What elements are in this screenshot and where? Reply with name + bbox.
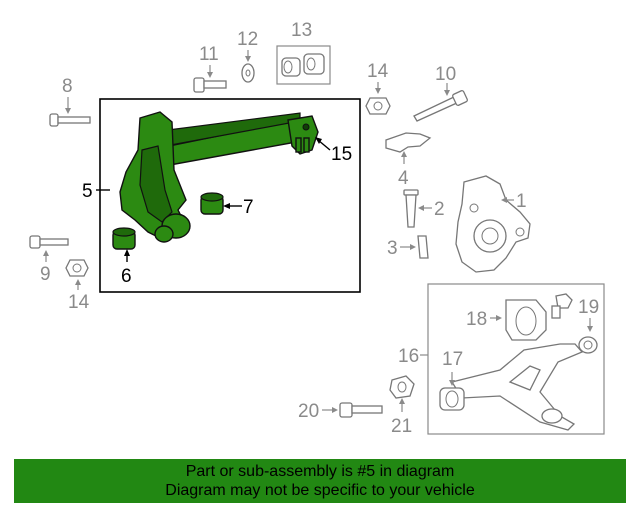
callout-11: 11 bbox=[199, 44, 219, 65]
callout-8: 8 bbox=[62, 76, 73, 97]
part-9-bolt[interactable] bbox=[29, 235, 69, 262]
part-17-bushing[interactable] bbox=[439, 372, 465, 411]
callout-2: 2 bbox=[434, 199, 445, 220]
callout-13: 13 bbox=[291, 20, 312, 41]
callout-14-left: 14 bbox=[68, 292, 90, 313]
callout-3: 3 bbox=[387, 238, 398, 259]
part-20-bolt[interactable] bbox=[322, 402, 383, 418]
part-13-bushing-kit[interactable] bbox=[276, 45, 331, 85]
callout-21: 21 bbox=[391, 416, 412, 437]
part-14-nut-lower[interactable] bbox=[65, 259, 89, 290]
callout-19: 19 bbox=[578, 297, 599, 318]
part-7-bushing[interactable] bbox=[200, 192, 224, 215]
callout-20: 20 bbox=[298, 401, 319, 422]
banner-line-2: Diagram may not be specific to your vehi… bbox=[165, 482, 475, 499]
part-11-bolt[interactable] bbox=[193, 65, 227, 93]
part-8-bolt[interactable] bbox=[49, 97, 91, 127]
lower-arm-box bbox=[427, 283, 605, 435]
part-16-lower-control-arm[interactable] bbox=[450, 343, 584, 431]
callout-14-top: 14 bbox=[367, 61, 389, 82]
part-19-washer[interactable] bbox=[578, 318, 598, 354]
banner-line-1: Part or sub-assembly is #5 in diagram bbox=[185, 463, 455, 480]
part-3-pin[interactable] bbox=[400, 235, 429, 259]
highlight-box bbox=[99, 98, 361, 293]
part-5-control-arm[interactable] bbox=[119, 111, 319, 243]
part-2-pin[interactable] bbox=[403, 189, 432, 228]
part-6-bushing[interactable] bbox=[112, 227, 136, 250]
callout-1: 1 bbox=[516, 191, 527, 212]
callout-5: 5 bbox=[82, 181, 93, 202]
part-21-nut[interactable] bbox=[389, 375, 415, 412]
callout-4: 4 bbox=[398, 168, 409, 189]
callout-17: 17 bbox=[442, 349, 463, 370]
callout-7: 7 bbox=[243, 197, 254, 218]
part-bolt-small[interactable] bbox=[551, 293, 573, 319]
callout-18: 18 bbox=[466, 309, 487, 330]
part-1-knuckle[interactable] bbox=[455, 175, 531, 273]
part-12-washer[interactable] bbox=[241, 50, 255, 83]
callout-10: 10 bbox=[435, 64, 456, 85]
callout-12: 12 bbox=[237, 29, 258, 50]
callout-15: 15 bbox=[331, 144, 352, 165]
part-10-bolt[interactable] bbox=[413, 83, 468, 122]
callout-16: 16 bbox=[398, 346, 419, 367]
part-14-nut-upper[interactable] bbox=[365, 82, 391, 115]
callout-9: 9 bbox=[40, 264, 51, 285]
notice-banner: Part or sub-assembly is #5 in diagram Di… bbox=[14, 459, 626, 503]
callout-6: 6 bbox=[121, 266, 132, 287]
part-18-bushing[interactable] bbox=[490, 299, 547, 341]
part-4-bracket[interactable] bbox=[385, 132, 432, 164]
